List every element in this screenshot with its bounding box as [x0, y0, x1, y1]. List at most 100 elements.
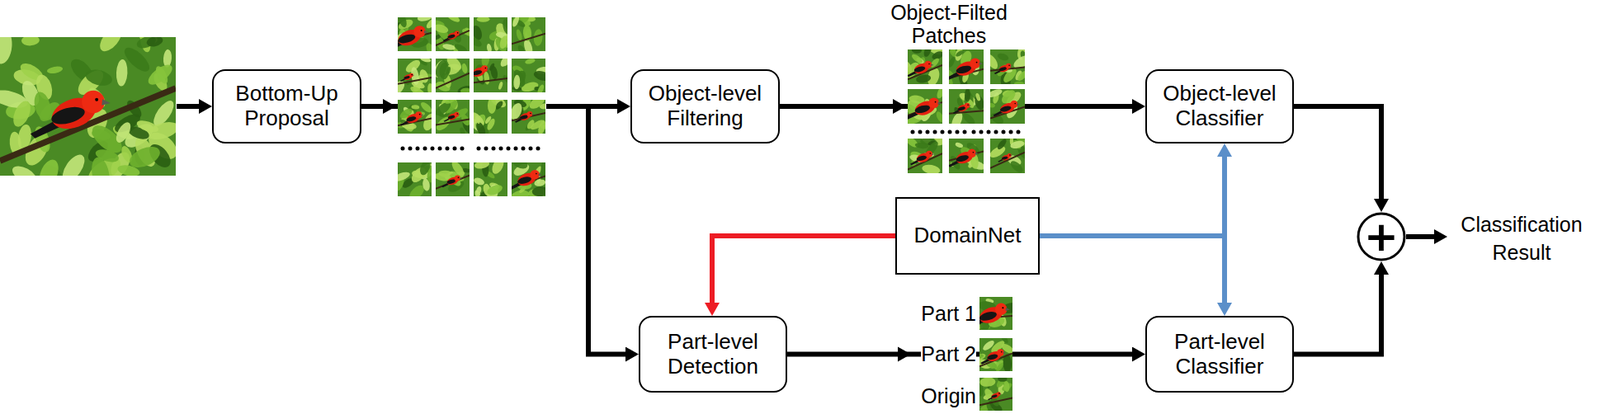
leaf [1009, 139, 1025, 150]
bird-head [995, 303, 1007, 316]
bird-eye [94, 98, 99, 102]
leaf [487, 99, 497, 114]
ellipsis-dot [925, 130, 930, 135]
arrow-connector [1039, 156, 1225, 236]
bird-beak [458, 113, 461, 116]
ellipsis-dot [453, 146, 458, 152]
bird-wing [991, 394, 998, 399]
bird-head [1010, 100, 1018, 109]
leaf [153, 64, 170, 85]
bird-wing [397, 33, 416, 46]
process-box: Object-level Filtering [630, 69, 780, 144]
bird-wing [447, 33, 456, 39]
leaf [0, 37, 14, 65]
bird-beak [531, 113, 534, 115]
photo-patch [509, 57, 552, 96]
node-text: DomainNet [913, 223, 1021, 249]
leaf [486, 183, 505, 197]
process-box: Bottom-Up Proposal [212, 69, 362, 144]
leaf [498, 34, 508, 50]
leaf [497, 80, 504, 90]
text-label: Origin [920, 383, 977, 409]
leaf [474, 114, 481, 125]
bird-beak [978, 61, 983, 65]
photo-patch [472, 155, 508, 204]
leaf [922, 49, 934, 58]
bird-beak [975, 152, 979, 156]
bird-head [996, 349, 1005, 357]
ellipsis-dot [460, 146, 465, 152]
leaf [21, 37, 41, 47]
photo-patch [902, 42, 944, 87]
leaf [920, 163, 941, 174]
photo-patch [391, 158, 439, 203]
ellipsis-dot [986, 130, 992, 135]
ellipsis-dot [1001, 130, 1006, 135]
bird-wing [998, 66, 1007, 71]
photo-patch [0, 23, 182, 193]
leaf [120, 43, 153, 76]
bird-head [481, 65, 488, 72]
label-box: Classification Result [1450, 210, 1593, 267]
leaf [486, 43, 492, 52]
ellipsis-dot [506, 146, 511, 152]
leaf [979, 353, 984, 359]
ellipsis-dot [918, 130, 923, 135]
ellipsis-dot [962, 130, 968, 135]
branch [435, 73, 470, 89]
photo-patch [948, 138, 987, 174]
ellipsis-dot [1016, 130, 1021, 135]
leaf [953, 49, 964, 62]
bird-body [1000, 153, 1011, 161]
photo-patch [974, 333, 1015, 373]
leaf [911, 49, 923, 54]
photo-patch [395, 99, 438, 134]
leaf [473, 35, 483, 48]
leaf [532, 69, 546, 83]
bird-eye [1009, 154, 1011, 156]
photo-patch [387, 11, 439, 60]
photo-patch [509, 154, 552, 203]
bird-beak [1010, 155, 1013, 156]
leaf [474, 120, 488, 134]
ellipsis-dot [940, 130, 945, 135]
leaf [954, 141, 964, 149]
bird-beak [930, 63, 935, 66]
ellipsis-dot [979, 130, 984, 135]
bird-eye [485, 67, 487, 70]
bird-beak [1010, 65, 1012, 67]
bird-wing [403, 75, 411, 81]
leaf [32, 90, 54, 123]
bird-head [454, 175, 461, 182]
leaf [914, 141, 929, 150]
bird-head [925, 151, 933, 158]
arrow-head [382, 99, 397, 114]
node-text: Object-level Filtering [640, 81, 770, 132]
leaf [419, 100, 432, 115]
photo-patch [432, 53, 474, 96]
bird-eye [419, 113, 421, 116]
bird-eye [457, 32, 459, 34]
ellipsis-dot [521, 146, 526, 152]
bird-beak [1005, 307, 1011, 312]
photo-patch [466, 51, 515, 93]
photo-patch [968, 297, 1021, 334]
leaf [424, 17, 432, 30]
leaf [458, 127, 467, 134]
leaf [964, 89, 971, 103]
bird-head [1007, 153, 1012, 158]
ellipsis-dot [910, 130, 916, 135]
leaf [511, 68, 529, 90]
arrow-line [1406, 234, 1435, 240]
bird-head [413, 25, 425, 38]
leaf [995, 362, 1006, 372]
text-label: Part 1 [920, 301, 977, 326]
leaf [113, 120, 134, 146]
leaf [1014, 81, 1025, 85]
photo-patch [948, 88, 986, 132]
arrow-head [1434, 229, 1448, 245]
leaf [397, 169, 411, 184]
leaf [426, 167, 432, 184]
ellipsis-dot [536, 146, 541, 152]
